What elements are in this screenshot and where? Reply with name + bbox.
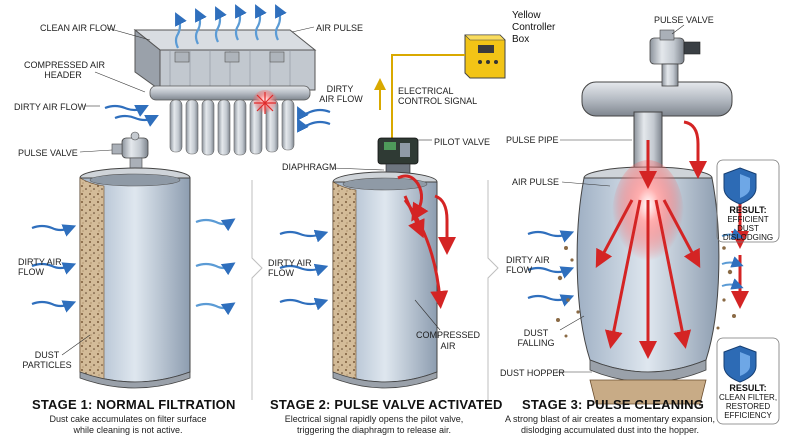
label-controller-2: Controller [512,22,556,33]
label-dust-particles-2: PARTICLES [22,360,72,370]
label-pulse-valve-1: PULSE VALVE [18,148,78,158]
result1-line2: DISLODGING [722,233,774,242]
pilot-valve-icon [377,137,419,175]
stage3-dirty-air-in [527,230,575,307]
clean-air-arrows [174,4,287,49]
label-air-pulse: AIR PULSE [316,23,364,33]
label-dust-particles-1: DUST [34,350,60,360]
stage1-dirty-air-in [31,224,77,313]
stage1-caption-line2: while cleaning is not active. [73,425,183,435]
stage1-filter-bag [79,167,191,389]
stage1-pulse-valve-icon [111,131,149,171]
label-dust-falling-1: DUST [523,328,549,338]
stage3-leaders [556,24,685,373]
label-controller-3: Box [512,34,530,45]
result2-line2: RESTORED [725,402,771,411]
label-pilot-valve: PILOT VALVE [434,137,491,147]
stage3-illustration [527,24,780,425]
result2-shield-icon [723,345,757,383]
stage2-illustration [279,34,506,389]
label-dust-falling-2: FALLING [517,338,555,348]
stage1-title: STAGE 1: NORMAL FILTRATION [32,397,236,412]
result1-line1: EFFICIENT DUST [727,215,769,233]
label-electrical-signal-1: ELECTRICAL [398,86,454,96]
label-stage3-dirty-air-1: DIRTY AIR [506,255,550,265]
result1-box: RESULT: EFFICIENT DUST DISLODGING [718,205,778,243]
label-electrical-signal-2: CONTROL SIGNAL [398,96,478,106]
stage1-caption-line1: Dust cake accumulates on filter surface [49,414,207,424]
label-stage3-air-pulse: AIR PULSE [512,177,560,187]
dust-hopper [589,379,707,405]
result2-box: RESULT: CLEAN FILTER, RESTORED EFFICIENC… [718,383,778,421]
result1-title: RESULT: [729,205,767,215]
label-dirty-air-flow-low-2: FLOW [18,267,44,277]
stage1-illustration [31,4,331,389]
label-stage2-dirty-air-1: DIRTY AIR [268,258,312,268]
stage3-pulse-valve-icon [649,29,701,65]
label-dirty-air-flow-right-2: AIR FLOW [319,94,363,104]
label-compressed-air-header-2: HEADER [44,70,82,80]
label-stage3-pulse-valve: PULSE VALVE [654,15,714,25]
result2-title: RESULT: [729,383,767,393]
result2-line1: CLEAN FILTER, [718,393,778,402]
label-diaphragm: DIAPHRAGM [282,162,337,172]
stage2-caption-line1: Electrical signal rapidly opens the pilo… [284,414,464,424]
label-stage3-dirty-air-2: FLOW [506,265,532,275]
pulse-pipe-horizontal [581,81,733,117]
label-controller-1: Yellow [512,10,541,21]
stage2-title: STAGE 2: PULSE VALVE ACTIVATED [270,397,503,412]
label-dust-hopper: DUST HOPPER [500,368,565,378]
label-dirty-air-flow-right-1: DIRTY [326,84,354,94]
result1-shield-icon [723,167,757,205]
stage1-air-out [195,218,236,316]
stage3-caption-line1: A strong blast of air creates a momentar… [504,414,716,424]
panel-separators [251,180,499,400]
stage1-leaders [61,26,315,356]
stage2-dirty-air-in [279,229,329,311]
stage3-title: STAGE 3: PULSE CLEANING [522,397,705,412]
stage3-caption-line2: dislodging accumulated dust into the hop… [520,425,700,435]
label-dirty-air-flow-left: DIRTY AIR FLOW [14,102,87,112]
stage2-caption-line2: triggering the diaphragm to release air. [296,425,452,435]
filter-housing [133,28,317,156]
stage3-air-out [721,228,744,290]
label-dirty-air-flow-low-1: DIRTY AIR [18,257,62,267]
label-compressed-air-1: COMPRESSED [416,330,481,340]
label-clean-air-flow: CLEAN AIR FLOW [40,23,116,33]
dust-debris [556,246,736,338]
controller-box-icon [464,34,506,79]
dirty-air-arrows-top [104,104,331,133]
signal-wire [391,54,465,138]
label-compressed-air-header-1: COMPRESSED AIR [24,60,106,70]
label-stage2-dirty-air-2: FLOW [268,268,294,278]
stage2-pulse-arrows [397,174,456,309]
stage2-leaders [331,139,441,331]
result2-line3: EFFICIENCY [724,411,772,420]
label-compressed-air-2: AIR [440,341,456,351]
label-pulse-pipe: PULSE PIPE [506,135,559,145]
